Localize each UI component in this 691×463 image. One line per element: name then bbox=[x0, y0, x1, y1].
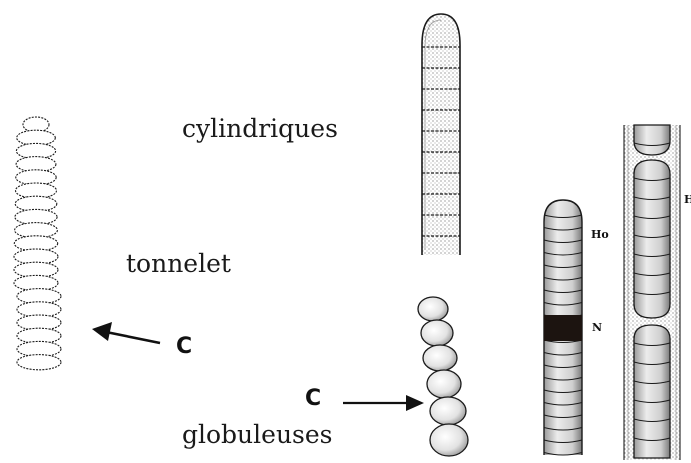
label-cylindrical: cylindriques bbox=[182, 114, 338, 143]
cylindrical-filament bbox=[422, 14, 460, 255]
label-ho: Ho bbox=[591, 228, 609, 241]
label-c-left: C bbox=[176, 334, 192, 359]
sheathed-filament bbox=[624, 125, 680, 460]
label-globular: globuleuses bbox=[182, 420, 333, 449]
barrel-filament bbox=[14, 117, 61, 370]
label-c-bottom: C bbox=[305, 386, 321, 411]
heterocyst-filament bbox=[544, 200, 582, 455]
arrow-to-barrel-end bbox=[92, 322, 160, 343]
label-barrel: tonnelet bbox=[126, 249, 231, 278]
label-h-edge: H bbox=[684, 193, 691, 206]
globular-filament bbox=[418, 297, 468, 456]
arrow-to-globular bbox=[343, 395, 424, 411]
necridium-cell bbox=[544, 315, 582, 341]
label-n: N bbox=[592, 321, 602, 334]
